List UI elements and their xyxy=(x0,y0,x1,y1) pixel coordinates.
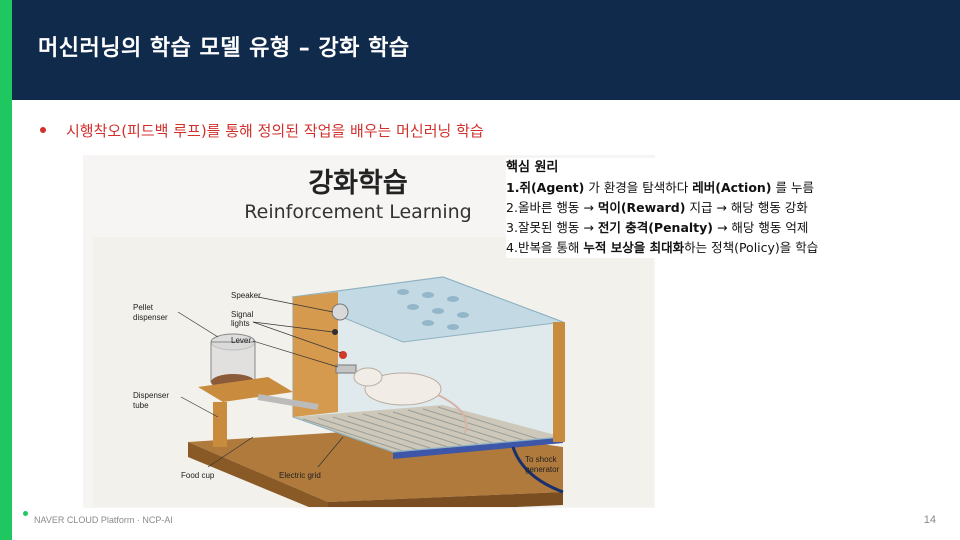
principle-text: 가 환경을 탐색하다 xyxy=(584,180,693,195)
label-electric-grid: Electric grid xyxy=(279,471,321,480)
label-lever: Lever xyxy=(231,336,252,345)
rat-head xyxy=(353,367,383,387)
label-food-cup: Food cup xyxy=(181,471,215,480)
pellet-dispenser xyxy=(210,341,256,383)
grid-rail xyxy=(393,437,563,459)
page-number: 14 xyxy=(923,514,936,526)
lever xyxy=(335,364,357,374)
principle-text: 누적 보상을 최대화 xyxy=(583,240,685,255)
label-lines xyxy=(177,296,344,468)
label-dispenser-tube-2: tube xyxy=(133,401,149,410)
skinner-box-illustration: Speaker Signal lights Lever Pellet dispe… xyxy=(93,237,653,515)
core-principles: 핵심 원리 1.쥐(Agent) 가 환경을 탐색하다 레버(Action) 를… xyxy=(506,158,825,258)
dispenser-stand xyxy=(198,377,293,402)
back-panel xyxy=(293,292,338,417)
principle-text: 올바른 행동 → xyxy=(517,200,598,215)
label-dispenser-tube-1: Dispenser xyxy=(133,391,170,400)
figure-title-korean: 강화학습 xyxy=(308,168,408,199)
speaker xyxy=(331,303,349,321)
rat-body xyxy=(364,372,442,406)
principle-text: 잘못된 행동 → xyxy=(517,220,598,235)
principle-number: 3. xyxy=(506,220,518,235)
principle-number: 4. xyxy=(506,240,518,255)
dispenser-tube xyxy=(257,394,319,410)
signal-light-1 xyxy=(332,329,338,335)
principle-text: 먹이(Reward) xyxy=(597,200,686,215)
principle-text: 쥐(Agent) xyxy=(519,180,585,195)
dispenser-leg xyxy=(213,402,227,447)
base-board-edge xyxy=(188,442,328,515)
label-pellet: Pellet xyxy=(133,303,154,312)
principles-heading: 핵심 원리 xyxy=(506,160,559,175)
bullet-item: 시행착오(피드백 루프)를 통해 정의된 작업을 배우는 머신러닝 학습 xyxy=(40,120,484,141)
footer-text: NAVER CLOUD Platform · NCP-AI xyxy=(34,515,173,525)
rat-tail xyxy=(437,394,468,434)
principle-text: → 해당 행동 억제 xyxy=(713,220,809,235)
slide-title: 머신러닝의 학습 모델 유형 – 강화 학습 xyxy=(38,36,410,61)
principle-text: 를 누름 xyxy=(771,180,814,195)
principle-item: 1.쥐(Agent) 가 환경을 탐색하다 레버(Action) 를 누름 xyxy=(506,178,818,198)
label-dispenser: dispenser xyxy=(133,313,168,322)
principle-text: 전기 충격(Penalty) xyxy=(597,220,714,235)
label-shock-2: generator xyxy=(525,465,560,474)
principle-text: 지급 → 해당 행동 강화 xyxy=(685,200,808,215)
title-banner: 머신러닝의 학습 모델 유형 – 강화 학습 xyxy=(12,0,960,100)
label-speaker: Speaker xyxy=(231,291,261,300)
principle-number: 1. xyxy=(506,180,520,195)
label-lights: lights xyxy=(231,319,250,328)
principle-item: 4.반복을 통해 누적 보상을 최대화하는 정책(Policy)을 학습 xyxy=(506,238,818,258)
principle-number: 2. xyxy=(506,200,518,215)
figure-title-english: Reinforcement Learning xyxy=(244,201,472,223)
right-post xyxy=(553,322,565,442)
principle-item: 2.올바른 행동 → 먹이(Reward) 지급 → 해당 행동 강화 xyxy=(506,198,818,218)
left-accent-bar xyxy=(0,0,12,540)
label-shock-1: To shock xyxy=(525,455,557,464)
principle-item: 3.잘못된 행동 → 전기 충격(Penalty) → 해당 행동 억제 xyxy=(506,218,818,238)
skinner-box-drawing xyxy=(177,276,565,515)
label-signal: Signal xyxy=(231,310,254,319)
signal-light-2 xyxy=(339,351,347,359)
bullet-text: 시행착오(피드백 루프)를 통해 정의된 작업을 배우는 머신러닝 학습 xyxy=(66,122,484,140)
lid-holes xyxy=(397,289,469,330)
footer-dot-icon xyxy=(23,511,28,516)
principle-text: 하는 정책(Policy)을 학습 xyxy=(684,240,819,255)
bullet-dot-icon xyxy=(40,126,46,133)
shock-cable xyxy=(511,446,564,494)
principle-text: 레버(Action) xyxy=(692,180,772,195)
figure-title-box: 강화학습 Reinforcement Learning xyxy=(223,155,493,230)
principle-text: 반복을 통해 xyxy=(517,240,584,255)
